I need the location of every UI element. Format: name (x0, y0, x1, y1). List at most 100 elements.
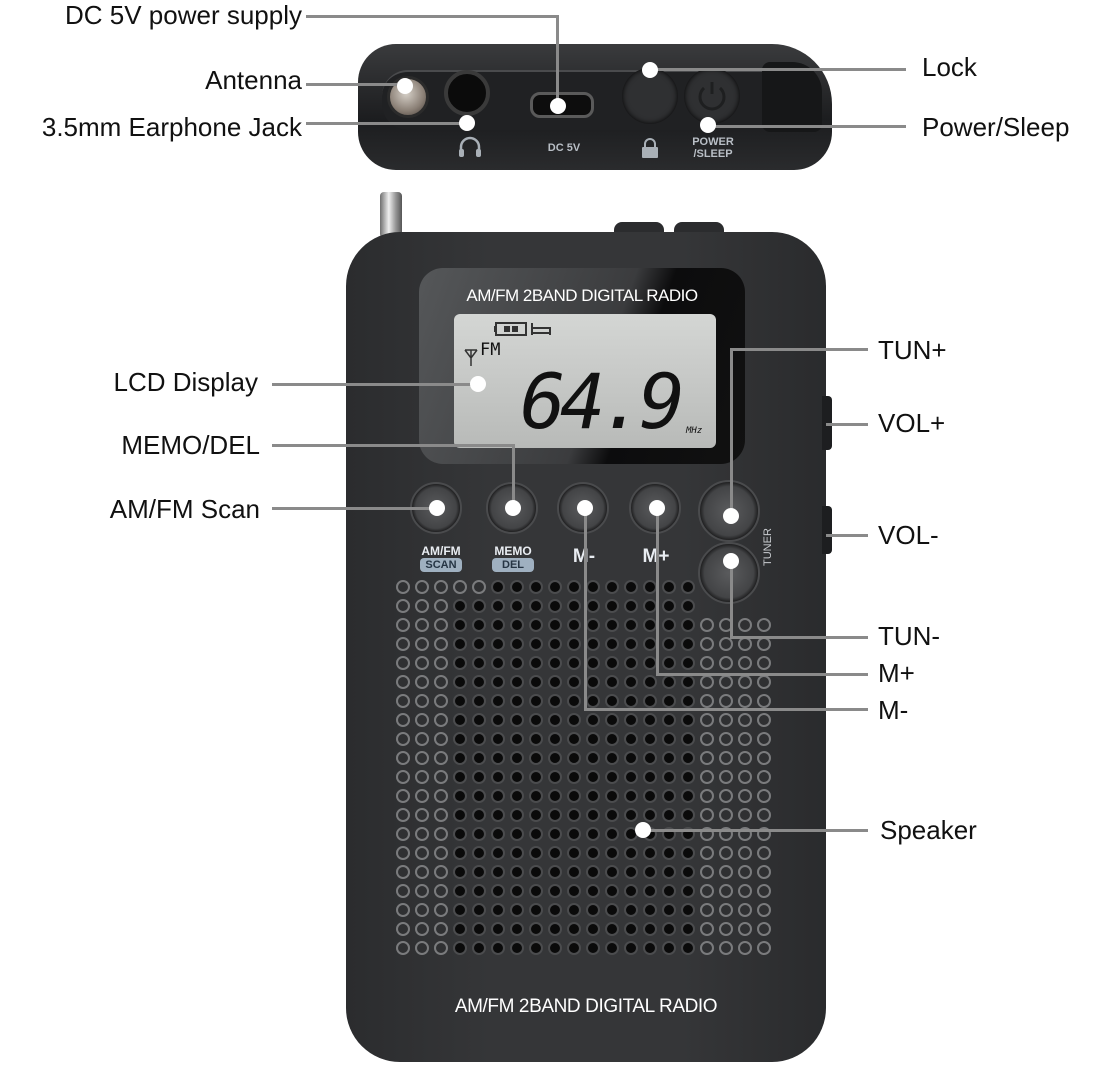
speaker-hole (510, 618, 524, 632)
speaker-hole (415, 732, 429, 746)
speaker-hole (681, 751, 695, 765)
headphone-icon (459, 136, 481, 157)
speaker-hole (434, 808, 448, 822)
speaker-hole (415, 903, 429, 917)
speaker-hole (434, 846, 448, 860)
callout-line (826, 534, 868, 537)
speaker-hole (453, 941, 467, 955)
speaker-hole (662, 713, 676, 727)
speaker-hole (700, 941, 714, 955)
speaker-hole (396, 941, 410, 955)
speaker-hole (662, 618, 676, 632)
speaker-hole (738, 618, 752, 632)
label-lcd-display: LCD Display (113, 367, 259, 397)
speaker-hole (662, 580, 676, 594)
speaker-hole (548, 789, 562, 803)
speaker-hole (738, 865, 752, 879)
speaker-hole (586, 941, 600, 955)
speaker-hole (510, 770, 524, 784)
speaker-hole (415, 789, 429, 803)
speaker-hole (662, 884, 676, 898)
speaker-hole (643, 751, 657, 765)
vol-minus-button[interactable] (822, 506, 832, 554)
speaker-hole (700, 884, 714, 898)
speaker-hole (510, 732, 524, 746)
callout-dot (459, 115, 475, 131)
speaker-hole (472, 865, 486, 879)
speaker-hole (605, 827, 619, 841)
speaker-hole (510, 922, 524, 936)
speaker-hole (719, 656, 733, 670)
speaker-hole (662, 941, 676, 955)
speaker-hole (396, 637, 410, 651)
callout-dot (723, 553, 739, 569)
speaker-hole (605, 732, 619, 746)
signal-antenna-icon (464, 349, 478, 366)
speaker-hole (491, 941, 505, 955)
speaker-hole (415, 922, 429, 936)
speaker-hole (643, 846, 657, 860)
speaker-hole (624, 903, 638, 917)
speaker-hole (472, 808, 486, 822)
speaker-hole (586, 618, 600, 632)
lock-icon (642, 138, 658, 158)
speaker-hole (529, 827, 543, 841)
speaker-hole (396, 751, 410, 765)
speaker-hole (472, 637, 486, 651)
speaker-hole (548, 713, 562, 727)
speaker-hole (586, 865, 600, 879)
speaker-hole (567, 675, 581, 689)
speaker-hole (624, 713, 638, 727)
speaker-hole (624, 922, 638, 936)
speaker-hole (624, 941, 638, 955)
speaker-hole (605, 675, 619, 689)
speaker-hole (757, 713, 771, 727)
speaker-hole (605, 618, 619, 632)
speaker-hole (624, 846, 638, 860)
speaker-hole (453, 789, 467, 803)
callout-dot (635, 822, 651, 838)
speaker-hole (396, 694, 410, 708)
speaker-hole (586, 732, 600, 746)
speaker-hole (719, 694, 733, 708)
speaker-hole (567, 808, 581, 822)
speaker-hole (472, 656, 486, 670)
speaker-hole (510, 751, 524, 765)
belt-clip (762, 62, 822, 132)
speaker-hole (510, 656, 524, 670)
speaker-hole (472, 884, 486, 898)
speaker-hole (757, 789, 771, 803)
speaker-hole (548, 808, 562, 822)
speaker-hole (567, 637, 581, 651)
speaker-hole (453, 713, 467, 727)
speaker-hole (605, 770, 619, 784)
speaker-hole (529, 694, 543, 708)
speaker-hole (643, 903, 657, 917)
speaker-hole (510, 599, 524, 613)
label-lock: Lock (922, 52, 977, 82)
speaker-hole (719, 675, 733, 689)
callout-line (730, 636, 868, 639)
speaker-hole (434, 732, 448, 746)
frequency-readout: 64.9 (520, 357, 685, 446)
power-sleep-button[interactable] (684, 68, 740, 124)
speaker-hole (757, 694, 771, 708)
label-tun-minus: TUN- (878, 621, 941, 651)
speaker-hole (719, 922, 733, 936)
speaker-hole (624, 694, 638, 708)
speaker-hole (453, 694, 467, 708)
dc5v-print: DC 5V (547, 142, 581, 154)
speaker-hole (396, 770, 410, 784)
speaker-hole (548, 770, 562, 784)
label-tun-plus: TUN+ (878, 335, 947, 365)
speaker-hole (415, 770, 429, 784)
speaker-hole (643, 732, 657, 746)
tun-minus-button[interactable] (698, 542, 760, 604)
speaker-hole (700, 789, 714, 803)
speaker-hole (624, 618, 638, 632)
speaker-hole (662, 732, 676, 746)
speaker-hole (719, 789, 733, 803)
label-power-sleep: Power/Sleep (922, 112, 1070, 142)
speaker-hole (434, 903, 448, 917)
callout-line (272, 444, 515, 447)
